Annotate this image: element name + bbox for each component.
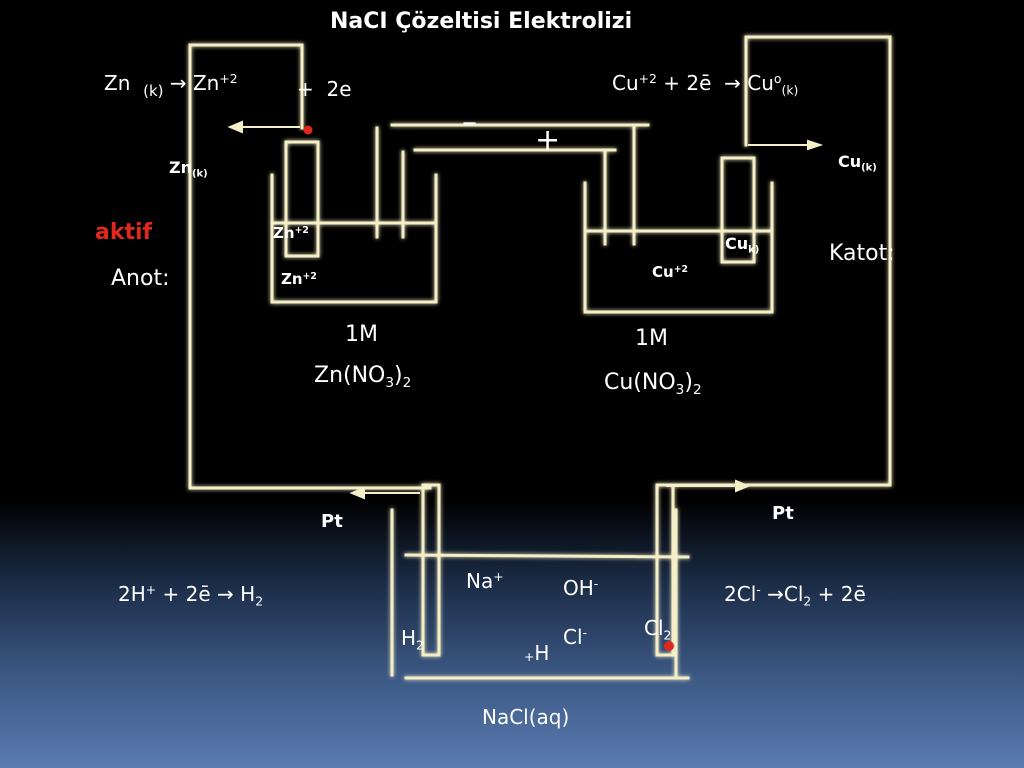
pt-left-electrode [421, 483, 441, 657]
zn-ion-lower: Zn+2 [281, 270, 317, 289]
battery-minus-sign: – [462, 105, 477, 140]
electron-arrowhead-cu [807, 139, 824, 151]
left-outer-wire [188, 43, 432, 490]
zn-ion-upper: Zn+2 [273, 224, 309, 243]
h2-reduction-reaction: 2H+ + 2ē → H2 [118, 582, 264, 609]
pt-right-label: Pt [772, 503, 794, 524]
anot-label: Anot: [111, 266, 170, 291]
cl-ion: Cl- [563, 625, 588, 649]
zn-electrode [284, 140, 320, 258]
cu-concentration: 1M [635, 326, 668, 351]
katot-label: Katot: [829, 241, 895, 266]
zn-red-dot [303, 125, 313, 135]
cu-ion: Cu+2 [652, 263, 688, 282]
zn-concentration: 1M [345, 322, 378, 347]
nacl-solution-level [404, 553, 690, 559]
na-ion: Na+ [466, 569, 504, 593]
zn-beaker [270, 173, 438, 304]
cl2-gas-label: Cl2 [644, 616, 672, 643]
h-plus-ion: +H [524, 641, 550, 665]
cu-reduction-reaction: Cu+2 + 2ē → Cuo(k) [612, 71, 799, 98]
oh-ion: OH- [563, 576, 599, 600]
zn-electrons: + 2e [297, 77, 352, 101]
electron-arrowhead-zn [227, 120, 243, 134]
cl2-red-dot [664, 641, 674, 651]
zn-electrode-label: Zn(k) [169, 158, 208, 180]
electron-arrowhead-pt-right [735, 479, 751, 493]
cu-electrode-label: Cu(k) [838, 152, 877, 174]
zn-oxidation-reaction: Zn (k) → Zn+2 [104, 71, 238, 100]
pt-right-electrode [655, 483, 675, 657]
aktif-label: aktif [95, 220, 153, 245]
right-outer-wire [658, 35, 892, 487]
cu-in-cell-label: Cuk) [725, 234, 760, 256]
cu-salt-formula: Cu(NO3)2 [604, 370, 702, 398]
cu-beaker [583, 181, 774, 314]
cl2-oxidation-reaction: 2Cl- →Cl2 + 2ē [724, 582, 866, 609]
cu-electrode [720, 156, 756, 264]
nacl-solution-label: NaCl(aq) [482, 705, 570, 729]
battery-plus-sign: + [535, 123, 561, 158]
zn-salt-formula: Zn(NO3)2 [314, 363, 412, 391]
pt-left-label: Pt [321, 511, 343, 532]
page-title: NaCI Çözeltisi Elektrolizi [330, 9, 633, 34]
electron-arrowhead-pt-left [349, 486, 365, 500]
h2-gas-label: H2 [401, 626, 424, 653]
